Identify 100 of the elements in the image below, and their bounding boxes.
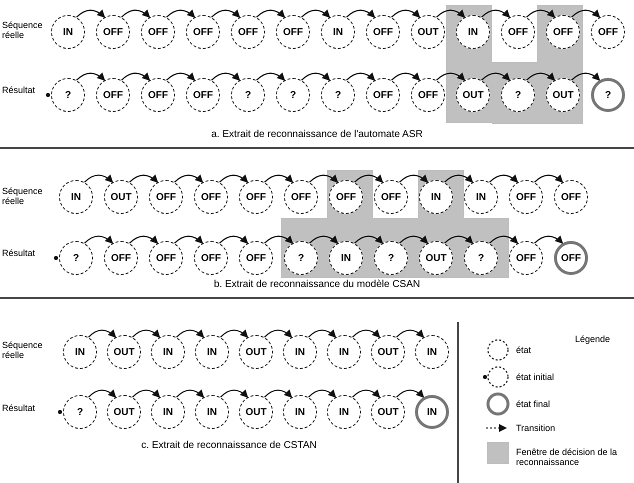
state-circle: IN xyxy=(464,180,498,214)
state-circle: OFF xyxy=(186,78,220,112)
transition-arrow xyxy=(264,236,294,244)
transition-arrow xyxy=(76,10,106,18)
transition-arrow xyxy=(220,390,248,398)
transition-arrow xyxy=(396,330,424,338)
transition-arrow xyxy=(309,236,338,244)
transition-arrow xyxy=(489,174,518,183)
initial-state-circle: ? xyxy=(59,241,93,275)
transition-arrow xyxy=(129,236,158,244)
state-circle: IN xyxy=(321,15,355,49)
transition-arrow xyxy=(481,72,510,81)
state-circle: OUT xyxy=(239,395,273,429)
transition-arrow xyxy=(132,330,160,338)
state-circle: IN xyxy=(151,335,185,369)
transition-arrow xyxy=(121,10,150,18)
transition-arrow xyxy=(436,72,466,81)
transition-arrow xyxy=(396,390,424,398)
state-circle: IN xyxy=(195,335,229,369)
transition-arrow xyxy=(309,174,338,183)
state-circle: IN xyxy=(151,395,185,429)
legend-text: Fenêtre de décision de la reconnaissance xyxy=(516,447,618,467)
state-circle: IN xyxy=(59,180,93,214)
state-circle: IN xyxy=(51,15,85,49)
state-circle: IN xyxy=(283,335,317,369)
legend-text: état final xyxy=(516,399,552,409)
transition-arrow xyxy=(219,236,248,244)
state-circle: OUT xyxy=(371,335,405,369)
state-circle: OFF xyxy=(239,241,273,275)
transition-arrow xyxy=(526,10,556,18)
transition-arrow xyxy=(391,10,420,18)
state-circle: OFF xyxy=(239,180,273,214)
row-label: Résultat xyxy=(2,403,36,413)
state-circle: OUT xyxy=(371,395,405,429)
state-circle: ? xyxy=(276,78,310,112)
transition-arrow xyxy=(211,72,240,81)
transition-arrow xyxy=(84,236,114,244)
transition-arrow xyxy=(174,174,204,183)
row-label: Séquence réelle xyxy=(2,186,44,206)
legend-text: Transition xyxy=(516,423,556,433)
transition-arrow xyxy=(399,236,428,244)
state-circle: OFF xyxy=(276,15,310,49)
state-circle: OUT xyxy=(107,335,141,369)
transition-arrow xyxy=(219,174,248,183)
caption: b. Extrait de reconnaissance du modèle CSAN xyxy=(212,279,422,290)
state-circle: ? xyxy=(231,78,265,112)
transition-arrow xyxy=(571,10,600,18)
transition-arrow xyxy=(166,10,196,18)
state-circle: OFF xyxy=(374,180,408,214)
state-circle: OFF xyxy=(509,180,543,214)
row-label: Séquence réelle xyxy=(2,20,44,40)
state-circle: OFF xyxy=(186,15,220,49)
final-state-circle: IN xyxy=(415,395,449,429)
transition-arrow xyxy=(88,330,116,338)
transition-arrow xyxy=(166,72,196,81)
legend-title: Légende xyxy=(575,334,612,344)
state-circle: OFF xyxy=(231,15,265,49)
transition-arrow xyxy=(256,72,286,81)
transition-arrow xyxy=(346,10,376,18)
transition-arrow xyxy=(88,390,116,398)
transition-arrow xyxy=(391,72,420,81)
state-circle: OFF xyxy=(194,241,228,275)
transition-arrow xyxy=(264,330,292,338)
state-circle: OFF xyxy=(141,78,175,112)
transition-arrow xyxy=(132,390,160,398)
state-circle: OFF xyxy=(501,15,535,49)
state-circle: IN xyxy=(415,335,449,369)
transition-arrow xyxy=(176,330,204,338)
transition-arrow xyxy=(489,236,518,244)
state-circle: OFF xyxy=(366,15,400,49)
state-circle: OFF xyxy=(96,15,130,49)
initial-state-circle: ? xyxy=(51,78,85,112)
row-label: Résultat xyxy=(2,248,36,258)
transition-arrow xyxy=(399,174,428,183)
state-circle: IN xyxy=(283,395,317,429)
legend-text: état xyxy=(516,345,532,355)
transition-arrow xyxy=(301,72,330,81)
state-circle: OFF xyxy=(411,78,445,112)
transition-arrow xyxy=(352,390,380,398)
state-circle: OFF xyxy=(194,180,228,214)
transition-arrow xyxy=(534,236,564,244)
transition-arrow xyxy=(174,236,204,244)
caption: c. Extrait de reconnaissance de CSTAN xyxy=(140,440,318,451)
transition-arrow xyxy=(84,174,114,183)
transition-arrow xyxy=(481,10,510,18)
state-circle: OFF xyxy=(104,241,138,275)
transition-arrow xyxy=(256,10,286,18)
transition-arrow xyxy=(436,10,466,18)
initial-state-circle: ? xyxy=(63,395,97,429)
state-circle: OFF xyxy=(509,241,543,275)
transition-arrow xyxy=(571,72,600,81)
state-circle: ? xyxy=(321,78,355,112)
state-circle: OUT xyxy=(104,180,138,214)
state-circle: OFF xyxy=(141,15,175,49)
final-state-circle: ? xyxy=(591,78,625,112)
transition-arrow xyxy=(129,174,158,183)
transition-arrow xyxy=(176,390,204,398)
state-circle: OUT xyxy=(107,395,141,429)
transition-arrow xyxy=(308,330,336,338)
state-circle: OFF xyxy=(149,180,183,214)
